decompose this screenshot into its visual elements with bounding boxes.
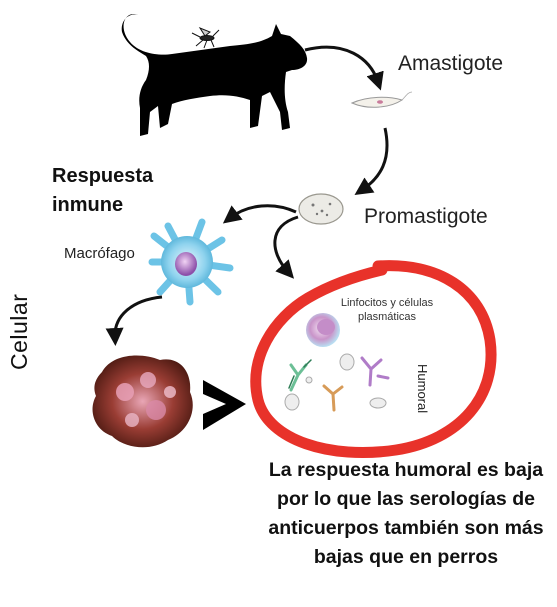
humoral-label: Humoral [415,364,430,414]
arrow-promastigote-to-macrophage [222,204,297,224]
promastigote-label: Promastigote [364,205,488,228]
antibody-icon [288,359,312,392]
promastigote-icon [298,193,344,225]
antibody-icon [322,384,344,412]
lymphocyte-icon [284,353,387,411]
amastigote-label: Amastigote [398,52,504,75]
greater-than-symbol [203,380,246,430]
antibody-icon [360,356,390,387]
cellular-label: Celular [6,293,32,370]
lymphocytes-label: Linfocitos y células plasmáticas [340,297,434,323]
amastigote-icon [350,91,413,108]
immune-response-heading: Respuesta inmune [52,165,154,216]
plasma-cell-icon [306,313,340,347]
macrophage-icon [148,218,234,306]
celular-cell-icon [92,355,193,448]
arrow-macrophage-to-celular [105,295,163,346]
arrow-cat-to-amastigote [304,45,384,91]
arrow-promastigote-to-humoral [273,215,299,279]
macrophage-label: Macrófago [64,245,135,262]
conclusion-caption: La respuesta humoral es baja por lo que … [268,459,544,568]
cat-silhouette [121,14,308,136]
mosquito-icon [191,26,220,49]
arrow-amastigote-to-promastigote [354,127,389,195]
humoral-circle [250,260,497,458]
